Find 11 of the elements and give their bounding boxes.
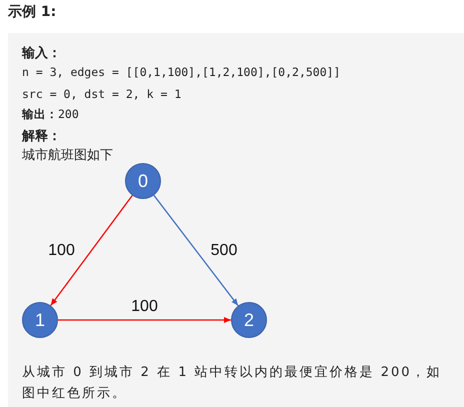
text-line: 输出：200	[22, 107, 79, 122]
text-line: 城市航班图如下	[22, 147, 113, 164]
text-line: n = 3, edges = [[0,1,100],[1,2,100],[0,2,500]]	[22, 65, 340, 79]
text-line: 输入：	[22, 44, 61, 62]
arrow	[50, 195, 133, 306]
arrow	[58, 317, 231, 323]
heading: 示例 1:	[8, 3, 56, 21]
text-line: src = 0, dst = 2, k = 1	[22, 87, 182, 101]
explanation-text: 从城市 0 到城市 2 在 1 站中转以内的最便宜价格是 200，如图中红色所示。	[22, 364, 443, 403]
arrow	[153, 194, 239, 306]
text-line: 解释：	[22, 128, 61, 145]
